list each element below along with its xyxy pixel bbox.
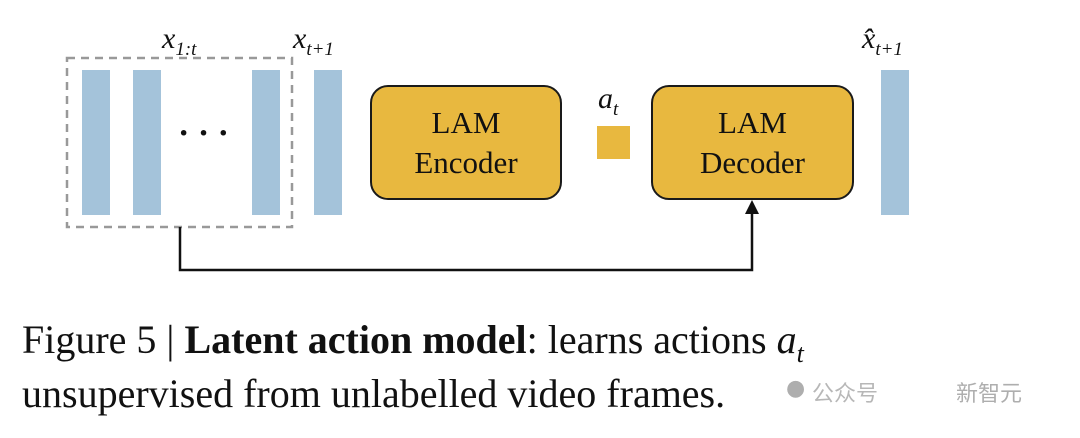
decoder-line1: LAM: [718, 104, 787, 140]
watermark-right: 新智元: [956, 382, 1023, 407]
encoder-line2: Encoder: [414, 144, 518, 180]
latent-action-square: [597, 126, 630, 159]
frame-bar-t: [252, 70, 280, 215]
frame-bar-next: [314, 70, 342, 215]
wechat-icon: ●: [786, 376, 806, 401]
lam-decoder-box: LAM Decoder: [651, 85, 854, 200]
label-x-hat: x̂t+1: [862, 22, 903, 60]
diagram-lines: [65, 56, 759, 272]
label-action: at: [598, 82, 619, 120]
skip-connection-arrow: [178, 210, 754, 272]
label-x-context: x1:t: [162, 22, 197, 60]
frame-bar-2: [133, 70, 161, 215]
caption-line-1: Figure 5 | Latent action model: learns a…: [22, 317, 804, 368]
ellipsis: · · ·: [178, 115, 230, 152]
encoder-line1: LAM: [431, 104, 501, 140]
caption-line-2: unsupervised from unlabelled video frame…: [22, 371, 726, 416]
frame-bar-1: [82, 70, 110, 215]
watermark-left: 公众号: [812, 382, 879, 407]
predicted-frame-bar: [881, 70, 909, 215]
arrowhead-icon: [745, 200, 759, 214]
decoder-line2: Decoder: [700, 144, 805, 180]
label-x-next: xt+1: [293, 22, 334, 60]
lam-encoder-box: LAM Encoder: [370, 85, 562, 200]
